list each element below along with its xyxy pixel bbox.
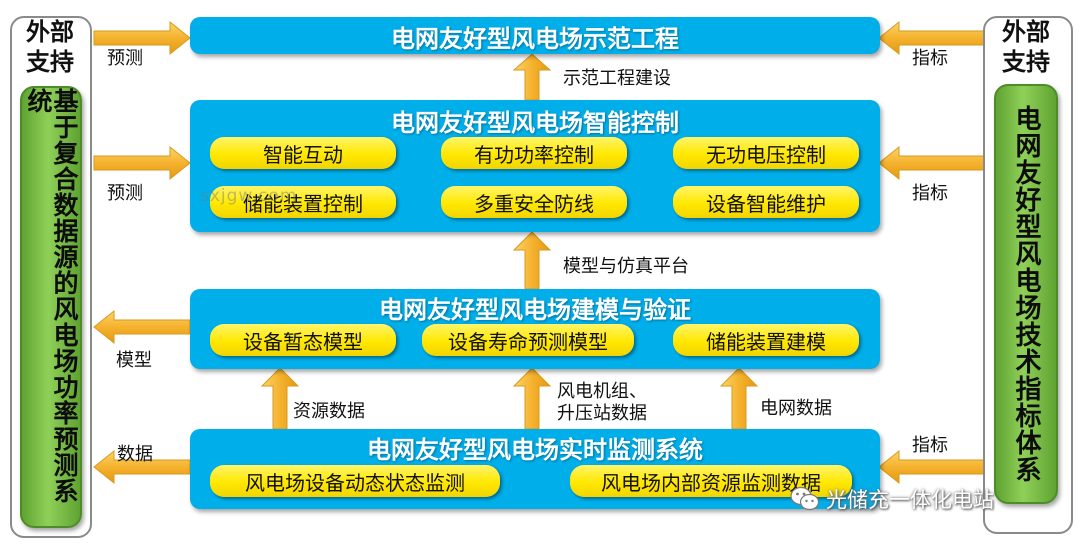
wechat-icon — [790, 486, 820, 511]
left-forecast-system-column: 基于复合数据源的风电场功率预测系统 — [20, 86, 82, 528]
right-support-heading-line2: 支持 — [1002, 48, 1050, 76]
control-item-security: 多重安全防线 — [441, 186, 627, 218]
realtime-monitoring-box: 电网友好型风电场实时监测系统 风电场设备动态状态监测 风电场内部资源监测数据 — [190, 429, 880, 509]
realtime-monitoring-title: 电网友好型风电场实时监测系统 — [367, 436, 703, 464]
monitor-item-equipment: 风电场设备动态状态监测 — [210, 465, 500, 497]
model-item-lifetime: 设备寿命预测模型 — [422, 324, 634, 356]
right-support-heading: 外部 支持 — [987, 17, 1065, 77]
arrow-up-turbine — [512, 367, 552, 430]
intelligent-control-title: 电网友好型风电场智能控制 — [391, 109, 679, 137]
label-resource-data: 资源数据 — [293, 401, 365, 422]
label-model-platform: 模型与仿真平台 — [563, 256, 689, 277]
arrow-right-to-monitor — [878, 449, 986, 485]
label-turbine-data: 风电机组、 升压站数据 — [557, 381, 647, 425]
right-support-heading-line1: 外部 — [1002, 18, 1050, 46]
right-index-system-column: 电网友好型风电场技术指标体系 — [994, 84, 1058, 504]
label-left-forecast-control: 预测 — [107, 183, 143, 204]
intelligent-control-box: 电网友好型风电场智能控制 智能互动 有功功率控制 无功电压控制 储能装置控制 多… — [190, 100, 880, 232]
control-item-maintenance: 设备智能维护 — [673, 186, 859, 218]
left-forecast-system-text: 基于复合数据源的风电场功率预测系统 — [24, 88, 79, 504]
label-left-forecast-top: 预测 — [107, 48, 143, 69]
label-right-index-monitor: 指标 — [912, 435, 948, 456]
arrow-right-to-demo — [878, 20, 986, 56]
control-item-reactive-voltage: 无功电压控制 — [673, 137, 859, 169]
wechat-badge: 光储充一体化电站 — [790, 484, 994, 514]
wechat-account-name: 光储充一体化电站 — [826, 488, 994, 512]
arrow-up-resource — [260, 367, 300, 430]
label-right-index-top: 指标 — [912, 48, 948, 69]
label-turbine-data-line1: 风电机组、 — [557, 381, 647, 402]
label-right-index-control: 指标 — [912, 183, 948, 204]
modeling-validation-box: 电网友好型风电场建模与验证 设备暂态模型 设备寿命预测模型 储能装置建模 — [190, 289, 880, 369]
label-grid-data: 电网数据 — [760, 398, 832, 419]
modeling-validation-title: 电网友好型风电场建模与验证 — [379, 296, 691, 324]
demo-project-box: 电网友好型风电场示范工程 — [190, 17, 880, 54]
control-item-active-power: 有功功率控制 — [441, 137, 627, 169]
left-support-heading: 外部 支持 — [14, 17, 86, 77]
model-item-transient: 设备暂态模型 — [210, 324, 396, 356]
arrow-monitor-to-left — [93, 449, 191, 485]
label-demo-construction: 示范工程建设 — [563, 68, 671, 89]
arrow-up-to-control — [512, 231, 552, 290]
left-support-heading-line2: 支持 — [26, 48, 74, 76]
arrow-up-grid — [719, 367, 759, 430]
site-watermark: sxjgw.com — [200, 186, 298, 206]
label-turbine-data-line2: 升压站数据 — [557, 403, 647, 424]
control-item-interaction: 智能互动 — [210, 137, 396, 169]
right-index-system-text: 电网友好型风电场技术指标体系 — [1011, 105, 1041, 483]
control-item-storage: 储能装置控制 — [210, 186, 396, 218]
model-item-storage: 储能装置建模 — [673, 324, 859, 356]
label-left-data: 数据 — [117, 444, 153, 465]
arrow-up-to-demo — [512, 53, 552, 101]
demo-project-title: 电网友好型风电场示范工程 — [391, 25, 679, 53]
arrow-model-to-left — [93, 309, 191, 345]
arrow-left-to-demo — [93, 20, 191, 56]
left-support-heading-line1: 外部 — [26, 18, 74, 46]
label-left-model: 模型 — [116, 350, 152, 371]
arrow-right-to-control — [878, 145, 986, 181]
arrow-left-to-control — [93, 145, 191, 181]
